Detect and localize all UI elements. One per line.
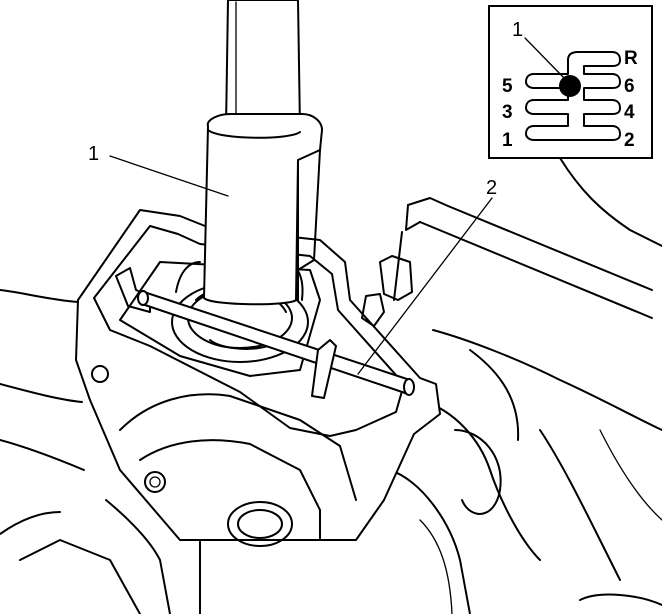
leader-1: [109, 155, 229, 197]
transmission-housing: [379, 197, 662, 614]
shift-gate: [525, 51, 621, 141]
leader-2: [357, 197, 493, 375]
gear-label-reverse: R: [624, 48, 638, 69]
gear-label-6: 6: [624, 76, 635, 97]
left-housing: [0, 289, 141, 614]
inset-callout-1: 1: [512, 19, 523, 41]
gear-label-2: 2: [624, 130, 635, 151]
callout-label-2: 2: [486, 177, 497, 199]
alignment-pin: [137, 290, 415, 399]
shift-pattern-inset: 1 R 5 6 3 4 1 2: [488, 5, 662, 247]
callout-label-1: 1: [88, 143, 99, 165]
shifter-housing: [75, 209, 441, 614]
gear-label-4: 4: [624, 102, 635, 123]
gear-label-1: 1: [502, 130, 513, 151]
alignment-tool: [203, 0, 323, 306]
lever-position-dot: [559, 75, 581, 97]
inset-leader-1: [524, 37, 567, 81]
gear-label-3: 3: [502, 102, 513, 123]
gear-label-5: 5: [502, 76, 513, 97]
callout-leaders: [109, 155, 493, 375]
inset-frame: [488, 5, 653, 159]
